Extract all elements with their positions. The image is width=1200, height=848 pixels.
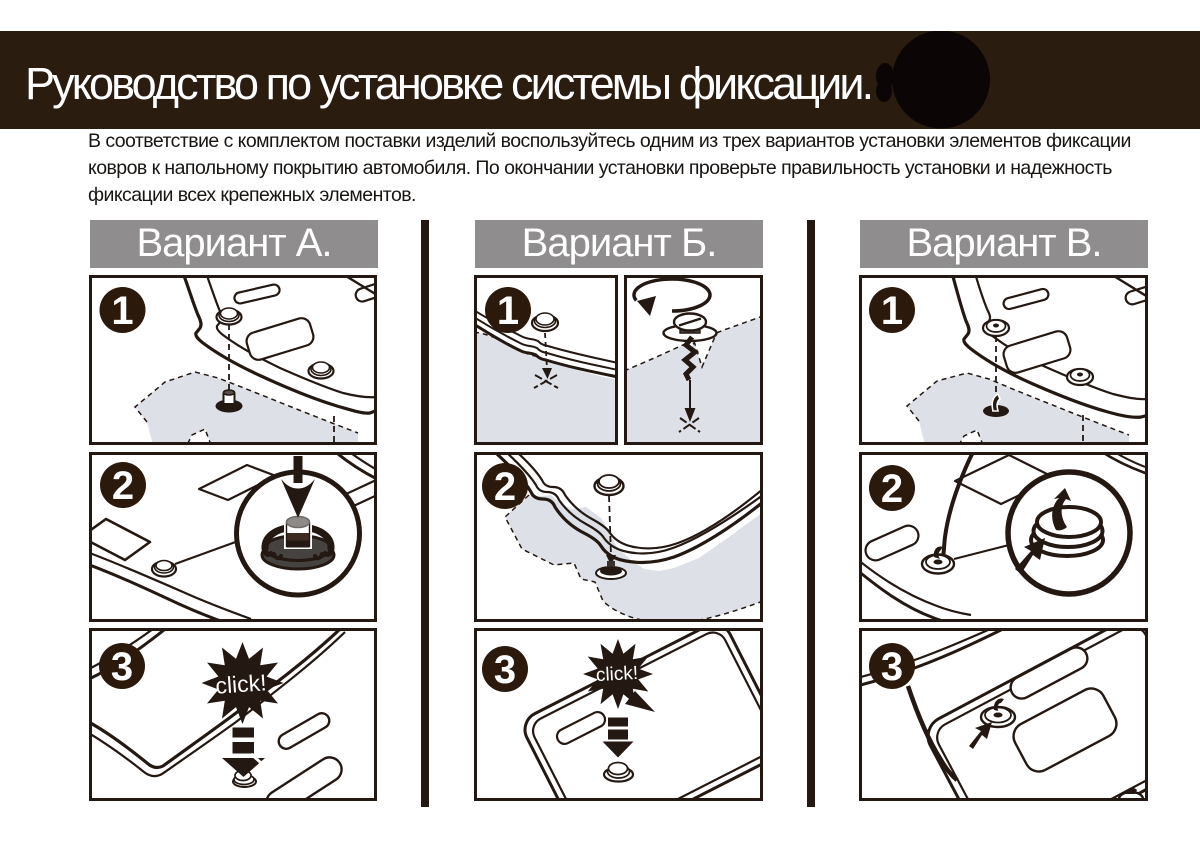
svg-text:click!: click! bbox=[215, 669, 268, 699]
svg-text:2: 2 bbox=[494, 465, 516, 509]
svg-text:2: 2 bbox=[881, 467, 903, 511]
svg-text:3: 3 bbox=[494, 648, 516, 692]
svg-text:1: 1 bbox=[111, 289, 133, 333]
svg-text:click!: click! bbox=[595, 663, 638, 686]
svg-text:1: 1 bbox=[497, 289, 519, 333]
svg-text:3: 3 bbox=[881, 645, 903, 689]
svg-text:1: 1 bbox=[881, 289, 903, 333]
svg-text:3: 3 bbox=[111, 645, 133, 689]
svg-text:2: 2 bbox=[112, 464, 134, 508]
